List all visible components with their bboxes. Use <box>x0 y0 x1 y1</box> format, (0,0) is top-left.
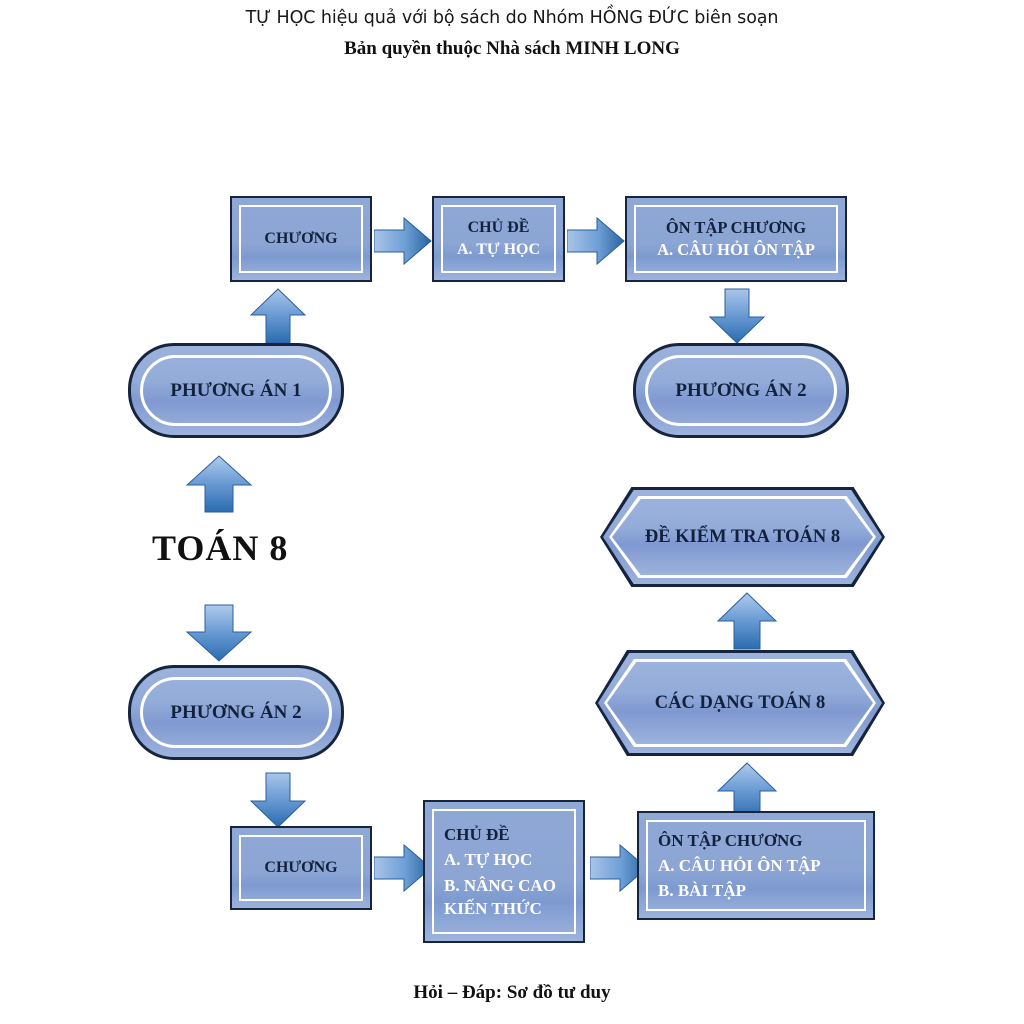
box-chude-top-inner: CHỦ ĐỀ A. TỰ HỌC <box>441 205 556 273</box>
octagon-cac-dang-text-wrap: CÁC DẠNG TOÁN 8 <box>595 650 885 756</box>
header-line-2: Bản quyền thuộc Nhà sách MINH LONG <box>344 38 680 59</box>
octagon-de-kiem-tra-label: ĐỀ KIỂM TRA TOÁN 8 <box>644 526 841 547</box>
arrow-up-to-phuongan1 <box>185 455 253 513</box>
octagon-cac-dang-inner-fill <box>607 662 873 744</box>
octagon-cac-dang-shape: CÁC DẠNG TOÁN 8 <box>595 650 885 756</box>
box-ontap-bottom-inner: ÔN TẬP CHƯƠNG A. CÂU HỎI ÔN TẬP B. BÀI T… <box>646 820 866 911</box>
pill-phuong-an-2-left-label: PHƯƠNG ÁN 2 <box>170 701 302 723</box>
pill-phuong-an-2-left-inner: PHƯƠNG ÁN 2 <box>140 677 332 748</box>
box-chude-bottom-item-a: A. TỰ HỌC <box>444 850 533 870</box>
arrow-right-top-1 <box>374 216 432 266</box>
octagon-de-kiem-tra-shape: ĐỀ KIỂM TRA TOÁN 8 <box>600 487 885 587</box>
arrow-right-bottom-2 <box>590 843 648 893</box>
box-chuong-top[interactable]: CHƯƠNG <box>230 196 372 282</box>
box-chude-bottom[interactable]: CHỦ ĐỀ A. TỰ HỌC B. NÂNG CAO KIẾN THỨC <box>423 800 585 943</box>
arrow-right-bottom-1 <box>374 843 432 893</box>
box-chuong-bottom-inner: CHƯƠNG <box>239 835 363 901</box>
arrow-down-to-phuongan2-right <box>708 288 766 344</box>
box-chude-bottom-inner: CHỦ ĐỀ A. TỰ HỌC B. NÂNG CAO KIẾN THỨC <box>432 809 576 934</box>
arrow-right-top-2 <box>567 216 625 266</box>
box-chuong-top-inner: CHƯƠNG <box>239 205 363 273</box>
box-chude-bottom-item-b-line2: KIẾN THỨC <box>444 898 542 918</box>
octagon-de-kiem-tra-inner-fill <box>612 499 873 575</box>
box-ontap-bottom-item-b: B. BÀI TẬP <box>658 881 747 901</box>
pill-phuong-an-2-right-label: PHƯƠNG ÁN 2 <box>675 379 807 401</box>
box-chuong-bottom[interactable]: CHƯƠNG <box>230 826 372 910</box>
arrow-up-to-chuong-top <box>249 288 307 344</box>
center-label-toan8: TOÁN 8 <box>152 528 289 568</box>
box-chude-bottom-item-b-line1: B. NÂNG CAO <box>444 875 556 895</box>
octagon-de-kiem-tra-text-wrap: ĐỀ KIỂM TRA TOÁN 8 <box>600 487 885 587</box>
box-chude-top-item-a: A. TỰ HỌC <box>456 241 541 258</box>
box-chude-top-title: CHỦ ĐỀ <box>467 219 530 237</box>
octagon-cac-dang[interactable]: CÁC DẠNG TOÁN 8 <box>595 650 885 756</box>
box-ontap-bottom-item-a: A. CÂU HỎI ÔN TẬP <box>658 855 821 875</box>
box-ontap-bottom[interactable]: ÔN TẬP CHƯƠNG A. CÂU HỎI ÔN TẬP B. BÀI T… <box>637 811 875 920</box>
pill-phuong-an-1-label: PHƯƠNG ÁN 1 <box>170 379 302 401</box>
box-ontap-bottom-title: ÔN TẬP CHƯƠNG <box>658 830 803 850</box>
box-chude-top[interactable]: CHỦ ĐỀ A. TỰ HỌC <box>432 196 565 282</box>
arrow-up-to-de-kiem-tra <box>716 592 778 650</box>
box-chuong-bottom-label: CHƯƠNG <box>264 859 338 877</box>
box-chuong-top-label: CHƯƠNG <box>264 230 338 248</box>
pill-phuong-an-1-inner: PHƯƠNG ÁN 1 <box>140 355 332 426</box>
box-chude-bottom-title: CHỦ ĐỀ <box>444 825 510 845</box>
header-line-1: TỰ HỌC hiệu quả với bộ sách do Nhóm HỒNG… <box>245 8 779 28</box>
pill-phuong-an-2-right[interactable]: PHƯƠNG ÁN 2 <box>633 343 849 438</box>
octagon-cac-dang-label: CÁC DẠNG TOÁN 8 <box>654 692 826 713</box>
pill-phuong-an-2-left[interactable]: PHƯƠNG ÁN 2 <box>128 665 344 760</box>
arrow-down-to-chuong-bottom <box>249 772 307 828</box>
octagon-de-kiem-tra[interactable]: ĐỀ KIỂM TRA TOÁN 8 <box>600 487 885 587</box>
box-ontap-top[interactable]: ÔN TẬP CHƯƠNG A. CÂU HỎI ÔN TẬP <box>625 196 847 282</box>
box-ontap-top-item-a: A. CÂU HỎI ÔN TẬP <box>657 240 815 259</box>
box-ontap-top-title: ÔN TẬP CHƯƠNG <box>665 217 807 237</box>
footer-caption: Hỏi – Đáp: Sơ đồ tư duy <box>413 982 611 1003</box>
pill-phuong-an-1[interactable]: PHƯƠNG ÁN 1 <box>128 343 344 438</box>
arrow-down-to-phuongan2-left <box>185 604 253 662</box>
box-ontap-top-inner: ÔN TẬP CHƯƠNG A. CÂU HỎI ÔN TẬP <box>634 205 838 273</box>
pill-phuong-an-2-right-inner: PHƯƠNG ÁN 2 <box>645 355 837 426</box>
